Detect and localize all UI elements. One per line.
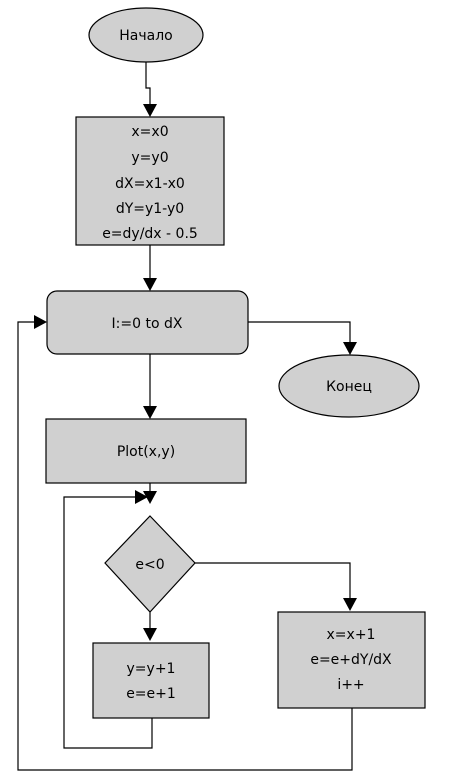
start-terminal: Начало bbox=[88, 7, 204, 63]
no-branch-line: e=e+dY/dX bbox=[310, 652, 392, 668]
plot-process: Plot(x,y) bbox=[45, 418, 247, 484]
init-process: x=x0 y=y0 dX=x1-x0 dY=y1-y0 e=dy/dx - 0.… bbox=[75, 116, 225, 246]
arrowhead bbox=[143, 406, 157, 419]
init-line: dY=y1-y0 bbox=[116, 201, 184, 217]
connector-start-to-init bbox=[145, 62, 151, 104]
arrowhead bbox=[143, 278, 157, 291]
start-label: Начало bbox=[119, 28, 172, 44]
loop-label: I:=0 to dX bbox=[112, 316, 183, 332]
init-line: y=y0 bbox=[131, 150, 168, 166]
no-branch-process: x=x+1 e=e+dY/dX i++ bbox=[277, 611, 426, 709]
arrowhead bbox=[34, 315, 47, 329]
loop-header: I:=0 to dX bbox=[46, 290, 249, 355]
yes-branch-line: e=e+1 bbox=[126, 686, 176, 702]
condition-decision: e<0 bbox=[104, 515, 196, 613]
end-label: Конец bbox=[326, 379, 372, 395]
connectors bbox=[17, 62, 357, 771]
end-terminal: Конец bbox=[278, 354, 420, 418]
yes-branch-process: y=y+1 e=e+1 bbox=[92, 642, 210, 719]
connector-yes-loopback bbox=[63, 496, 153, 749]
connector-loop-to-end bbox=[248, 321, 351, 342]
arrowhead bbox=[143, 104, 157, 117]
init-line: dX=x1-x0 bbox=[115, 176, 185, 192]
arrowhead bbox=[343, 598, 357, 611]
condition-label: e<0 bbox=[135, 557, 164, 573]
arrowhead bbox=[143, 491, 157, 504]
init-line: e=dy/dx - 0.5 bbox=[102, 226, 198, 242]
init-line: x=x0 bbox=[131, 124, 168, 140]
no-branch-line: i++ bbox=[337, 677, 364, 693]
arrowhead bbox=[143, 628, 157, 641]
arrowhead bbox=[135, 490, 148, 504]
plot-label: Plot(x,y) bbox=[117, 444, 175, 460]
connector-no-loopback bbox=[17, 321, 353, 771]
connector-condition-to-no bbox=[195, 562, 351, 598]
yes-branch-line: y=y+1 bbox=[127, 661, 176, 677]
no-branch-line: x=x+1 bbox=[327, 627, 376, 643]
arrowhead bbox=[343, 342, 357, 355]
